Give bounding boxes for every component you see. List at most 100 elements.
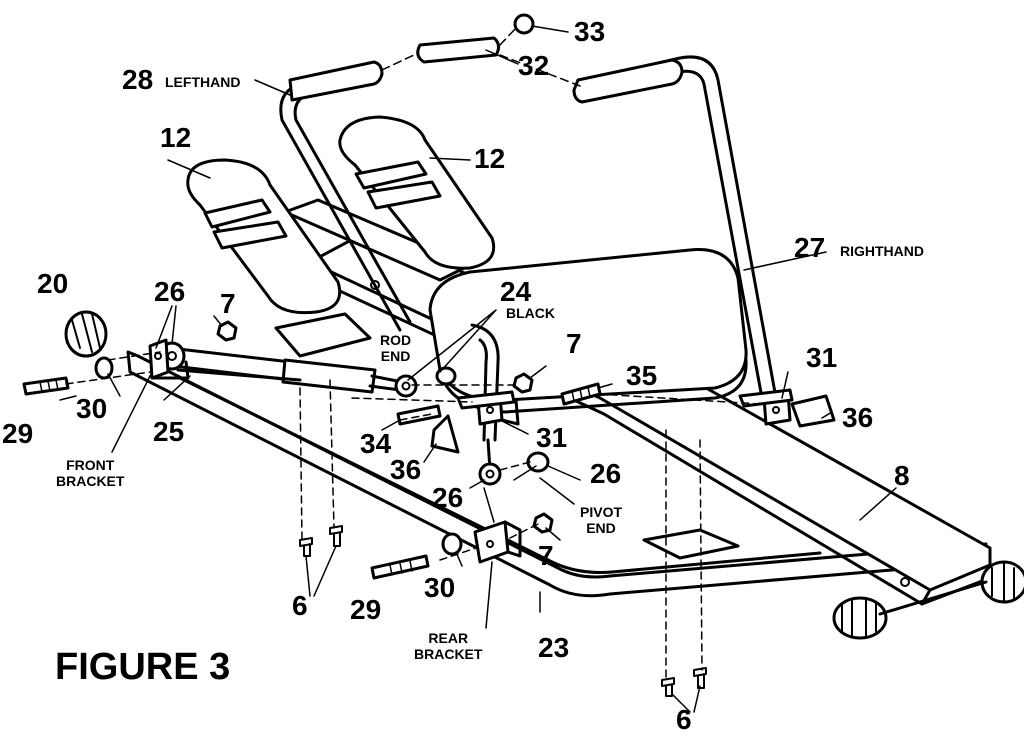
label-part-32: 32 (518, 50, 550, 81)
label-part-7-rear: 7 (538, 540, 554, 571)
bolt-34 (396, 404, 442, 426)
nut-7-rear (532, 512, 554, 534)
rail-bolt (370, 280, 380, 290)
label-part-25: 25 (153, 416, 185, 447)
label-part-28: 28 (122, 64, 154, 95)
washer-30-rear (441, 532, 463, 556)
knob-ridges (71, 313, 101, 353)
bolt-29-front-thread (39, 379, 59, 393)
label-black: BLACK (506, 305, 555, 321)
bolt-29-rear (370, 554, 430, 580)
label-part-36-right: 36 (842, 402, 874, 433)
label-part-7-front: 7 (220, 288, 236, 319)
foot-pad-strap (354, 160, 428, 190)
label-rear-bracket-line2: BRACKET (414, 646, 483, 663)
foot-pad-mount (274, 312, 372, 358)
label-part-24: 24 (500, 276, 532, 307)
label-righthand: RIGHTHAND (840, 243, 924, 259)
wheel-tread (841, 598, 877, 639)
wheel-tread (991, 562, 1015, 602)
rod-end-eye-rear (394, 374, 418, 398)
label-lefthand: LEFTHAND (165, 74, 241, 90)
foot-pad-strap (366, 180, 442, 210)
bolt-29-rear-thread (389, 560, 413, 576)
label-front-bracket-line2: BRACKET (56, 473, 125, 490)
washer-30-front (94, 356, 114, 380)
seat-post-inner (478, 338, 488, 442)
seat-post (470, 323, 500, 442)
label-part-29-front: 29 (2, 418, 34, 449)
screw-6 (661, 677, 675, 697)
pivot-end (478, 462, 502, 486)
mount-plate (456, 390, 516, 410)
end-cap-33 (513, 13, 535, 35)
leaders (59, 25, 897, 713)
label-front-bracket-line1: FRONT (66, 457, 115, 473)
label-rear-bracket: REAR BRACKET (414, 630, 482, 662)
label-rod-end-line1: ROD (380, 332, 412, 348)
screw-6 (299, 537, 313, 557)
centerline (381, 27, 581, 87)
label-part-7-mid: 7 (566, 328, 582, 359)
label-part-23: 23 (538, 632, 570, 663)
screw-6 (329, 525, 343, 547)
label-rod-end-line2: END (380, 348, 411, 365)
label-part-34: 34 (360, 428, 392, 459)
label-part-29-rear: 29 (350, 594, 382, 625)
eye-hole (401, 381, 411, 391)
seat-base (438, 358, 748, 414)
handle-grip-right (572, 58, 684, 104)
nut-7-mid (512, 372, 534, 394)
bracket-hole (486, 540, 494, 548)
bolt-29-front (22, 376, 70, 396)
label-part-31-right: 31 (806, 342, 838, 373)
label-part-33: 33 (574, 16, 606, 47)
label-part-35: 35 (626, 360, 658, 391)
figure-title: FIGURE 3 (55, 646, 231, 688)
label-part-26-rear-right: 26 (590, 458, 622, 489)
label-part-26-rear-left: 26 (432, 482, 464, 513)
rear-wheel-left (832, 596, 888, 640)
label-pivot-end-line1: PIVOT (580, 504, 623, 520)
label-part-20: 20 (37, 268, 69, 299)
label-pivot-end: PIVOT END (580, 504, 622, 536)
label-part-36-mid: 36 (390, 454, 422, 485)
label-front-bracket: FRONT BRACKET (56, 457, 124, 489)
bolt-35-thread (571, 386, 591, 402)
label-pivot-end-line2: END (586, 520, 616, 537)
rail-bolt (900, 577, 910, 587)
alignment-lines (65, 351, 761, 681)
eye-hole (485, 469, 495, 479)
bracket-hole (486, 406, 494, 414)
handle-grip-left (288, 60, 384, 102)
knob-36-mid (430, 414, 460, 454)
label-part-26-front: 26 (154, 276, 186, 307)
label-part-6-bottom: 6 (676, 704, 692, 735)
label-part-27: 27 (794, 232, 826, 263)
label-part-12-right: 12 (474, 143, 506, 174)
nut-black (435, 366, 457, 386)
rear-bracket-wing (503, 520, 522, 558)
label-part-6-left: 6 (292, 590, 308, 621)
foot-pad-strap (203, 198, 272, 229)
label-part-30-rear: 30 (424, 572, 456, 603)
label-rod-end: ROD END (380, 332, 411, 364)
label-part-12-left: 12 (160, 122, 192, 153)
bracket-hole (772, 406, 780, 414)
label-part-30-front: 30 (76, 393, 108, 424)
rear-axle (878, 580, 988, 616)
knob-20 (64, 310, 108, 358)
label-rear-bracket-line1: REAR (428, 630, 469, 646)
label-part-8: 8 (894, 460, 910, 491)
rod-25-cylinder (281, 358, 377, 394)
screw-6 (693, 667, 707, 689)
rod-25-lower (176, 368, 302, 382)
foot-pad-strap (212, 220, 288, 250)
righthand-handle-27 (583, 55, 778, 400)
base-frame-inner (178, 376, 822, 574)
label-part-31-mid: 31 (536, 422, 568, 453)
knob-36-right (790, 394, 836, 428)
center-mount-plate (642, 528, 740, 560)
